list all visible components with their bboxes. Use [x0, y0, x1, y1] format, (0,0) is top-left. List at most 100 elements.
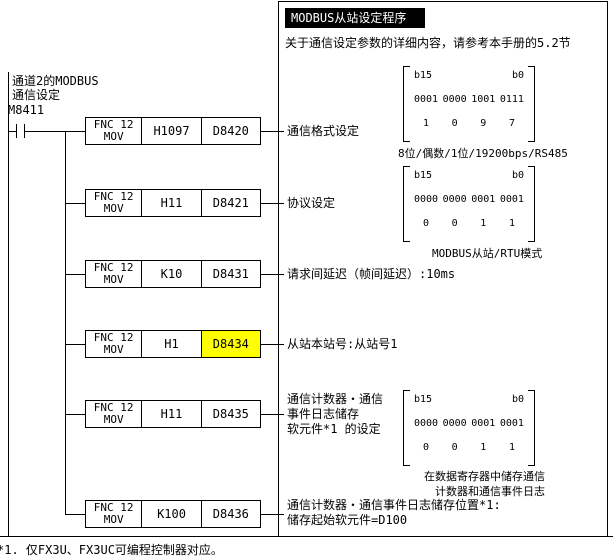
wire-in	[65, 344, 85, 345]
footnote: *1. 仅FX3U、FX3UC可编程控制器对应。	[0, 543, 223, 557]
op-mnemonic: MOV	[103, 273, 124, 286]
op-mnemonic: MOV	[103, 513, 124, 526]
hex-digit: 1	[480, 218, 487, 229]
src-operand: H11	[141, 401, 200, 427]
wire-in	[25, 131, 85, 132]
fnc-number: FNC 12	[93, 501, 134, 514]
bit-range-labels: b15 b0	[414, 394, 524, 405]
op-mnemonic: MOV	[103, 130, 124, 143]
input-label: 通道2的MODBUS 通信设定	[12, 74, 99, 102]
dst-operand: D8421	[200, 190, 260, 216]
wire-out	[261, 514, 278, 515]
wire-in	[65, 203, 85, 204]
fnc-number: FNC 12	[93, 331, 134, 344]
bit-table-counter-log: b15 b0 0000 0000 0001 0001 0 0 1 1	[403, 390, 535, 466]
rung-description: 通信计数器・通信事件日志储存位置*1: 储存起始软元件=D100	[287, 498, 501, 527]
wire-out	[261, 274, 278, 275]
desc-tick	[279, 414, 284, 415]
binary-nibbles: 0001 0000 1001 0111	[414, 94, 524, 105]
wire-out	[261, 203, 278, 204]
nibble: 0000	[414, 418, 439, 429]
fnc-cell: FNC 12 MOV	[86, 331, 141, 357]
mov-instruction-block: FNC 12 MOV K10 D8431	[85, 260, 261, 288]
fnc-cell: FNC 12 MOV	[86, 501, 141, 527]
bit-table-caption: 在数据寄存器中储存通信 计数器和通信事件日志	[424, 470, 545, 498]
contact-bar-right	[24, 124, 25, 138]
right-border-line	[607, 1, 608, 536]
hex-digit: 1	[480, 442, 487, 453]
section-subtitle: 关于通信设定参数的详细内容，请参考本手册的5.2节	[285, 36, 571, 50]
contact-wire	[8, 131, 16, 132]
desc-tick	[279, 344, 284, 345]
ladder-left-rail	[8, 72, 9, 536]
nibble: 0000	[442, 418, 467, 429]
contact-label: M8411	[8, 103, 45, 117]
wire-in	[65, 514, 85, 515]
wire-in	[65, 274, 85, 275]
bit-range-labels: b15 b0	[414, 170, 524, 181]
fnc-number: FNC 12	[93, 261, 134, 274]
nibble: 0001	[499, 418, 524, 429]
fnc-cell: FNC 12 MOV	[86, 118, 141, 144]
bottom-border-line	[0, 536, 613, 537]
nibble: 0001	[471, 418, 496, 429]
b0-label: b0	[511, 70, 524, 81]
bracket-right	[528, 66, 535, 142]
hex-digit: 1	[508, 218, 515, 229]
wire-in	[65, 414, 85, 415]
dst-operand: D8420	[200, 118, 260, 144]
bit-range-labels: b15 b0	[414, 70, 524, 81]
rung-description: 协议设定	[287, 196, 336, 210]
rung-description: 请求间延迟（帧间延迟）:10ms	[287, 267, 456, 281]
hex-digit: 0	[422, 442, 430, 453]
hex-digit: 0	[451, 118, 458, 129]
op-mnemonic: MOV	[103, 202, 124, 215]
nibble: 0001	[499, 194, 524, 205]
bracket-right	[528, 390, 535, 466]
bracket-right	[528, 166, 535, 242]
mov-instruction-block: FNC 12 MOV H11 D8435	[85, 400, 261, 428]
hex-digit: 1	[422, 118, 430, 129]
hex-digits: 1 0 9 7	[414, 118, 524, 129]
dst-operand: D8431	[200, 261, 260, 287]
hex-digit: 7	[508, 118, 515, 129]
wire-out	[261, 344, 278, 345]
binary-nibbles: 0000 0000 0001 0001	[414, 418, 524, 429]
desc-tick	[279, 514, 284, 515]
mov-instruction-block: FNC 12 MOV H1 D8434	[85, 330, 261, 358]
mov-instruction-block: FNC 12 MOV H11 D8421	[85, 189, 261, 217]
hex-digit: 9	[480, 118, 487, 129]
b0-label: b0	[511, 394, 524, 405]
hex-digit: 0	[451, 442, 458, 453]
wire-out	[261, 414, 278, 415]
op-mnemonic: MOV	[103, 343, 124, 356]
fnc-number: FNC 12	[93, 118, 134, 131]
nibble: 0000	[442, 94, 467, 105]
hex-digit: 0	[422, 218, 430, 229]
top-border-line	[278, 1, 608, 2]
bracket-left	[403, 166, 410, 242]
fnc-cell: FNC 12 MOV	[86, 401, 141, 427]
dst-operand: D8436	[200, 501, 260, 527]
src-operand: H11	[141, 190, 200, 216]
wire-out	[261, 131, 278, 132]
bracket-left	[403, 390, 410, 466]
hex-digit: 1	[508, 442, 515, 453]
binary-nibbles: 0000 0000 0001 0001	[414, 194, 524, 205]
hex-digit: 0	[451, 218, 458, 229]
bit-table-comm-format: b15 b0 0001 0000 1001 0111 1 0 9 7	[403, 66, 535, 142]
fnc-number: FNC 12	[93, 401, 134, 414]
nibble: 0111	[499, 94, 524, 105]
src-operand: K100	[141, 501, 200, 527]
dst-operand: D8435	[200, 401, 260, 427]
branch-line	[65, 131, 66, 515]
hex-digits: 0 0 1 1	[414, 442, 524, 453]
section-title: MODBUS从站设定程序	[285, 8, 425, 28]
fnc-cell: FNC 12 MOV	[86, 190, 141, 216]
nibble: 0001	[471, 194, 496, 205]
b15-label: b15	[414, 170, 433, 181]
bit-table-caption: MODBUS从站/RTU模式	[432, 247, 543, 260]
nibble: 0001	[414, 94, 439, 105]
mov-instruction-block: FNC 12 MOV K100 D8436	[85, 500, 261, 528]
src-operand: H1097	[141, 118, 200, 144]
